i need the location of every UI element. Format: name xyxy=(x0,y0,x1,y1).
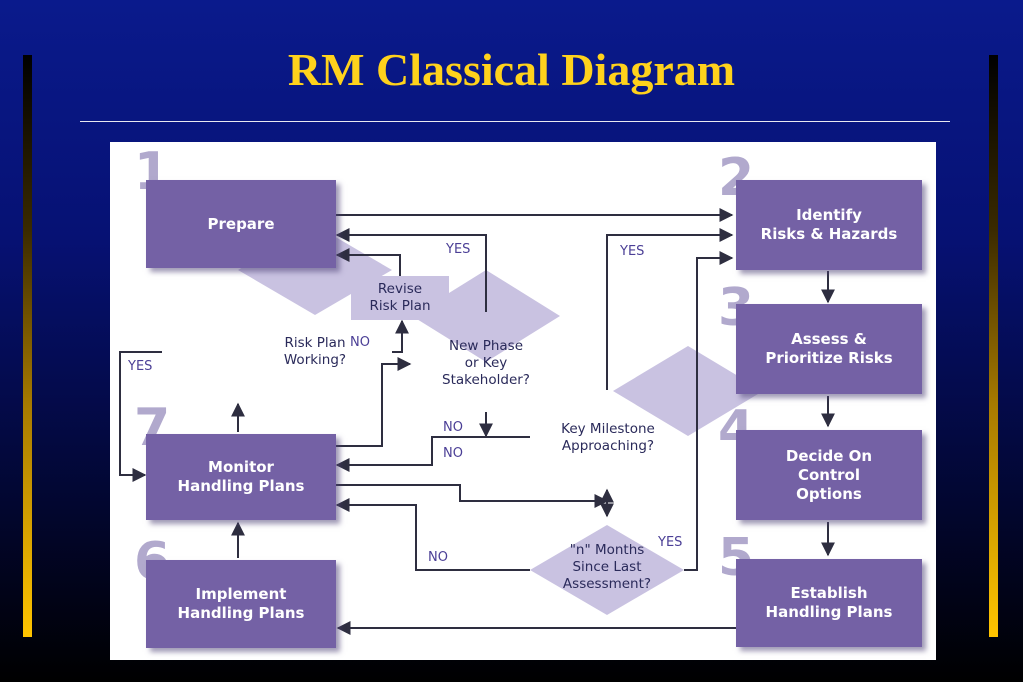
decision-new-phase: New Phase or Key Stakeholder? xyxy=(442,338,530,388)
diamond-key-milestone xyxy=(613,346,763,436)
label-yes-n-months: YES xyxy=(658,535,683,550)
diagram-connectors xyxy=(119,208,835,635)
step-assess[interactable]: Assess & Prioritize Risks xyxy=(736,304,922,394)
label-no-milestone: NO xyxy=(443,446,463,461)
arrow-new-phase-yes-prepare xyxy=(335,228,487,312)
step-establish[interactable]: Establish Handling Plans xyxy=(736,559,922,647)
arrow-milestone-no-monitor xyxy=(335,436,530,472)
arrow-monitor-n-months xyxy=(336,484,609,508)
left-decorative-bar xyxy=(23,55,32,637)
arrow-milestone-yes-identify xyxy=(606,228,734,390)
arrow-risk-plan-no-revise xyxy=(392,319,409,353)
diamond-n-months xyxy=(530,525,684,615)
step-identify-label: Identify Risks & Hazards xyxy=(760,206,898,243)
label-no-n-months: NO xyxy=(428,550,448,565)
step-identify[interactable]: Identify Risks & Hazards xyxy=(736,180,922,270)
revise-risk-plan-box[interactable]: Revise Risk Plan xyxy=(351,276,449,320)
arrow-revise-prepare xyxy=(335,248,401,276)
diamond-new-phase xyxy=(412,270,560,362)
arrow-monitor-new-phase xyxy=(336,357,412,447)
label-no-new-phase: NO xyxy=(443,420,463,435)
arrow-n-months-no-monitor xyxy=(335,498,530,571)
label-yes-new-phase: YES xyxy=(446,242,471,257)
decision-risk-plan-working: Risk Plan Working? xyxy=(283,335,347,368)
label-yes-left: YES xyxy=(128,359,153,374)
title-divider xyxy=(80,121,950,122)
step-implement[interactable]: Implement Handling Plans xyxy=(146,560,336,648)
step-prepare[interactable]: Prepare xyxy=(146,180,336,268)
step-implement-label: Implement Handling Plans xyxy=(177,585,305,622)
step-assess-label: Assess & Prioritize Risks xyxy=(765,330,893,367)
step-establish-label: Establish Handling Plans xyxy=(765,584,893,621)
step-monitor[interactable]: Monitor Handling Plans xyxy=(146,434,336,520)
step-decide-label: Decide On Control Options xyxy=(785,446,873,503)
rm-flow-diagram: 1 Prepare 2 Identify Risks & Hazards 3 A… xyxy=(110,142,936,660)
decision-key-milestone: Key Milestone Approaching? xyxy=(561,421,655,454)
slide-title: RM Classical Diagram xyxy=(287,44,736,95)
label-yes-milestone: YES xyxy=(620,244,645,259)
right-decorative-bar xyxy=(989,55,998,637)
label-no-risk-plan: NO xyxy=(350,335,370,350)
revise-risk-plan-label: Revise Risk Plan xyxy=(369,281,431,314)
decision-n-months: "n" Months Since Last Assessment? xyxy=(562,542,652,592)
step-monitor-label: Monitor Handling Plans xyxy=(177,458,305,495)
step-prepare-label: Prepare xyxy=(207,214,275,233)
step-decide[interactable]: Decide On Control Options xyxy=(736,430,922,520)
arrow-risk-plan-yes-monitor xyxy=(119,351,162,482)
arrow-n-months-yes-identify xyxy=(684,251,734,571)
